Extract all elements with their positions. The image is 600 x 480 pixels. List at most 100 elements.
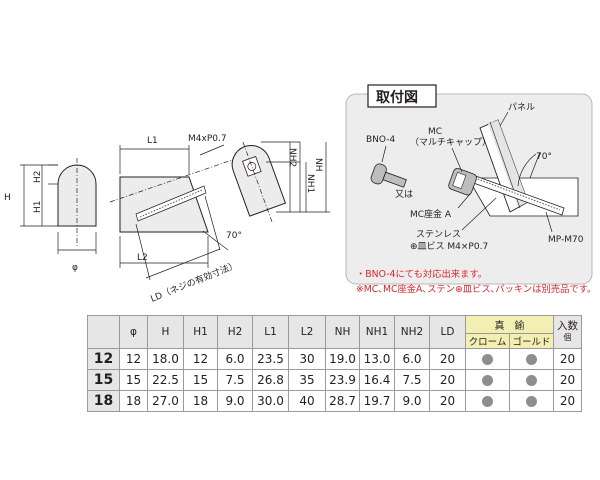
table-cell: 19.0 bbox=[325, 348, 360, 370]
angle-label: 70° bbox=[226, 231, 242, 241]
qty-cell: 20 bbox=[553, 369, 582, 391]
chrome-availability bbox=[465, 390, 510, 412]
table-cell: 6.0 bbox=[217, 348, 253, 370]
table-cell: 12 bbox=[119, 348, 148, 370]
note-sold-separately: ※MC､MC座金A､ステン⊕皿ビス､パッキンは別売品です。 bbox=[356, 284, 597, 295]
label-angle: 70° bbox=[536, 152, 552, 162]
label-mc-sub: （マルチキャップ） bbox=[410, 137, 491, 148]
label-mc: MC bbox=[428, 127, 442, 137]
dim-phi: φ bbox=[72, 263, 78, 273]
table-cell: 7.5 bbox=[394, 369, 430, 391]
qty-title: 入数 bbox=[557, 320, 578, 332]
front-view bbox=[20, 158, 97, 254]
size-header bbox=[87, 315, 120, 349]
note-bno: ・BNO-4にても対応出来ます。 bbox=[356, 269, 488, 280]
install-title: 取付図 bbox=[376, 89, 418, 106]
dim-L2: L2 bbox=[137, 253, 148, 263]
table-cell: 27.0 bbox=[147, 390, 184, 412]
label-panel: パネル bbox=[508, 102, 535, 113]
multi-cap bbox=[448, 167, 477, 196]
side-view bbox=[109, 144, 233, 281]
table-cell: 40 bbox=[288, 390, 326, 412]
col-header: H1 bbox=[183, 315, 218, 349]
label-screw-1: ステンレス bbox=[416, 229, 461, 240]
qty-cell: 20 bbox=[553, 348, 582, 370]
dim-H: H bbox=[4, 193, 11, 203]
qty-cell: 20 bbox=[553, 390, 582, 412]
ld-label: LD（ネジの有効寸法） bbox=[149, 259, 240, 305]
table-cell: 28.7 bbox=[325, 390, 360, 412]
table-cell: 26.8 bbox=[252, 369, 289, 391]
gold-availability bbox=[509, 348, 554, 370]
available-dot-icon bbox=[482, 354, 493, 365]
col-header: NH bbox=[325, 315, 360, 349]
table-cell: 13.0 bbox=[359, 348, 395, 370]
gold-availability bbox=[509, 369, 554, 391]
table-cell: 6.0 bbox=[394, 348, 430, 370]
col-header: L1 bbox=[252, 315, 289, 349]
table-cell: 9.0 bbox=[217, 390, 253, 412]
spec-table: φ H H1 H2 L1 L2 NH NH1 NH2 LD 真 鍮 入数 個 ク… bbox=[87, 315, 582, 412]
table-cell: 19.7 bbox=[359, 390, 395, 412]
end-view bbox=[231, 141, 287, 222]
bno-knob bbox=[370, 163, 407, 188]
dim-NH2: NH2 bbox=[287, 148, 297, 167]
table-row: 18 18 27.0 18 9.0 30.0 40 28.7 19.7 9.0 … bbox=[87, 390, 582, 412]
col-header: LD bbox=[429, 315, 466, 349]
dim-NH1: NH1 bbox=[305, 174, 315, 193]
table-header-row: φ H H1 H2 L1 L2 NH NH1 NH2 LD 真 鍮 入数 個 bbox=[87, 315, 582, 349]
table-cell: 20 bbox=[429, 390, 466, 412]
table-cell: 18.0 bbox=[147, 348, 184, 370]
dim-H2: H2 bbox=[33, 171, 43, 184]
available-dot-icon bbox=[482, 396, 493, 407]
size-cell: 15 bbox=[87, 369, 120, 391]
table-cell: 23.9 bbox=[325, 369, 360, 391]
install-title-box bbox=[367, 84, 437, 108]
available-dot-icon bbox=[526, 354, 537, 365]
col-header: NH2 bbox=[394, 315, 430, 349]
table-cell: 15 bbox=[183, 369, 218, 391]
table-cell: 18 bbox=[119, 390, 148, 412]
table-cell: 7.5 bbox=[217, 369, 253, 391]
table-row: 15 15 22.5 15 7.5 26.8 35 23.9 16.4 7.5 … bbox=[87, 369, 582, 391]
col-header: φ bbox=[119, 315, 148, 349]
label-screw-2: ⊕皿ビス M4×P0.7 bbox=[410, 241, 488, 252]
available-dot-icon bbox=[482, 375, 493, 386]
label-bno: BNO-4 bbox=[366, 135, 395, 145]
dim-NH: NH bbox=[313, 158, 323, 172]
table-cell: 35 bbox=[288, 369, 326, 391]
qty-header: 入数 個 bbox=[553, 315, 582, 349]
table-cell: 16.4 bbox=[359, 369, 395, 391]
table-row: 12 12 18.0 12 6.0 23.5 30 19.0 13.0 6.0 … bbox=[87, 348, 582, 370]
chrome-availability bbox=[465, 348, 510, 370]
col-header: L2 bbox=[288, 315, 326, 349]
table-cell: 20 bbox=[429, 348, 466, 370]
chrome-availability bbox=[465, 369, 510, 391]
table-subheader-row: クローム ゴールド bbox=[88, 333, 582, 349]
installation-diagram: 取付図 パネル MC （マルチキャップ） BNO-4 又は 70° MC座金 A… bbox=[345, 84, 593, 285]
available-dot-icon bbox=[526, 375, 537, 386]
col-header: NH1 bbox=[359, 315, 395, 349]
label-or: 又は bbox=[395, 189, 413, 200]
dim-L1: L1 bbox=[147, 136, 158, 146]
thread-spec: M4xP0.7 bbox=[188, 134, 227, 144]
table-cell: 18 bbox=[183, 390, 218, 412]
table-cell: 15 bbox=[119, 369, 148, 391]
dim-H1: H1 bbox=[33, 201, 43, 214]
label-mc-washer: MC座金 A bbox=[410, 208, 452, 220]
table-cell: 23.5 bbox=[252, 348, 289, 370]
size-cell: 12 bbox=[87, 348, 120, 370]
label-part: MP-M70 bbox=[548, 235, 584, 245]
table-cell: 12 bbox=[183, 348, 218, 370]
available-dot-icon bbox=[526, 396, 537, 407]
table-cell: 30 bbox=[288, 348, 326, 370]
table-cell: 9.0 bbox=[394, 390, 430, 412]
qty-unit: 個 bbox=[563, 333, 572, 342]
finish-chrome-header: クローム bbox=[465, 333, 510, 349]
dimension-drawing: H H2 H1 φ L1 L2 M4xP0.7 70° LD（ネジの有効寸法） … bbox=[4, 134, 330, 305]
col-header: H bbox=[147, 315, 184, 349]
table-cell: 20 bbox=[429, 369, 466, 391]
finish-gold-header: ゴールド bbox=[509, 333, 554, 349]
size-cell: 18 bbox=[87, 390, 120, 412]
col-header: H2 bbox=[217, 315, 253, 349]
